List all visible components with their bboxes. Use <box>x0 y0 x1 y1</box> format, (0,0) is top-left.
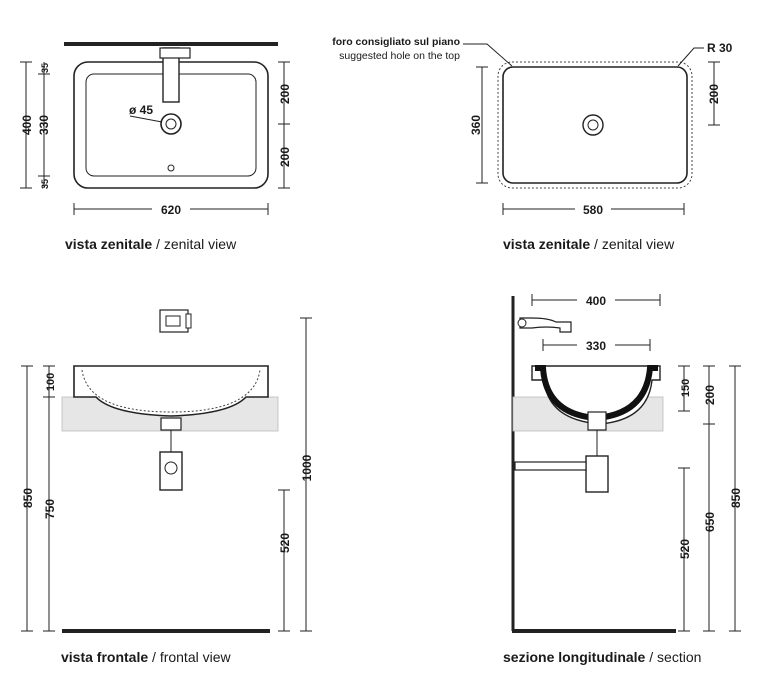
dim-100: 100 <box>45 373 57 391</box>
dim-360: 360 <box>469 115 483 135</box>
dim-330: 330 <box>37 115 51 135</box>
front-drain-icon <box>160 417 182 431</box>
dim-200-upper: 200 <box>278 84 292 104</box>
dim-35-bottom: 35 <box>40 179 50 189</box>
hole-diameter-label: ø 45 <box>129 103 153 117</box>
caption-hole: vista zenitale / zenital view <box>503 236 675 252</box>
caption-section: sezione longitudinale / section <box>503 649 702 665</box>
dim-750: 750 <box>43 499 57 519</box>
dim-850-section: 850 <box>729 488 743 508</box>
dim-580: 580 <box>583 203 603 217</box>
dim-1000: 1000 <box>300 454 314 481</box>
waste-pipe <box>514 461 587 471</box>
hole-outline-dashed <box>497 61 693 189</box>
dim-620: 620 <box>161 203 181 217</box>
dim-200-section: 200 <box>703 385 717 405</box>
hole-view: foro consigliato sul piano suggested hol… <box>332 36 733 217</box>
dim-200-lower: 200 <box>278 147 292 167</box>
tap-handle-icon <box>159 47 191 59</box>
dim-330-section: 330 <box>586 339 606 353</box>
section-drain-icon <box>587 411 607 431</box>
frontal-view: 850 100 750 520 1000 <box>21 309 314 633</box>
zenital-view: ø 45 400 35 330 35 200 200 620 <box>20 42 292 217</box>
dim-650: 650 <box>703 512 717 532</box>
dim-520-section: 520 <box>678 539 692 559</box>
dim-520-front: 520 <box>278 533 292 553</box>
note-english: suggested hole on the top <box>339 50 460 62</box>
radius-label: R 30 <box>707 41 733 55</box>
dim-850-front: 850 <box>21 488 35 508</box>
front-basin <box>73 365 269 417</box>
caption-zenital: vista zenitale / zenital view <box>65 236 237 252</box>
section-siphon-icon <box>585 455 609 493</box>
dim-150: 150 <box>680 379 692 397</box>
section-view: 400 330 150 520 200 650 850 <box>511 292 743 633</box>
dim-200-hole: 200 <box>707 84 721 104</box>
overflow-icon <box>167 164 175 172</box>
caption-frontal: vista frontale / frontal view <box>61 649 231 665</box>
dim-400: 400 <box>20 115 34 135</box>
dim-35-top: 35 <box>40 63 50 73</box>
dim-400-section: 400 <box>586 294 606 308</box>
note-italian: foro consigliato sul piano <box>332 36 460 48</box>
section-tap-icon <box>519 317 572 333</box>
